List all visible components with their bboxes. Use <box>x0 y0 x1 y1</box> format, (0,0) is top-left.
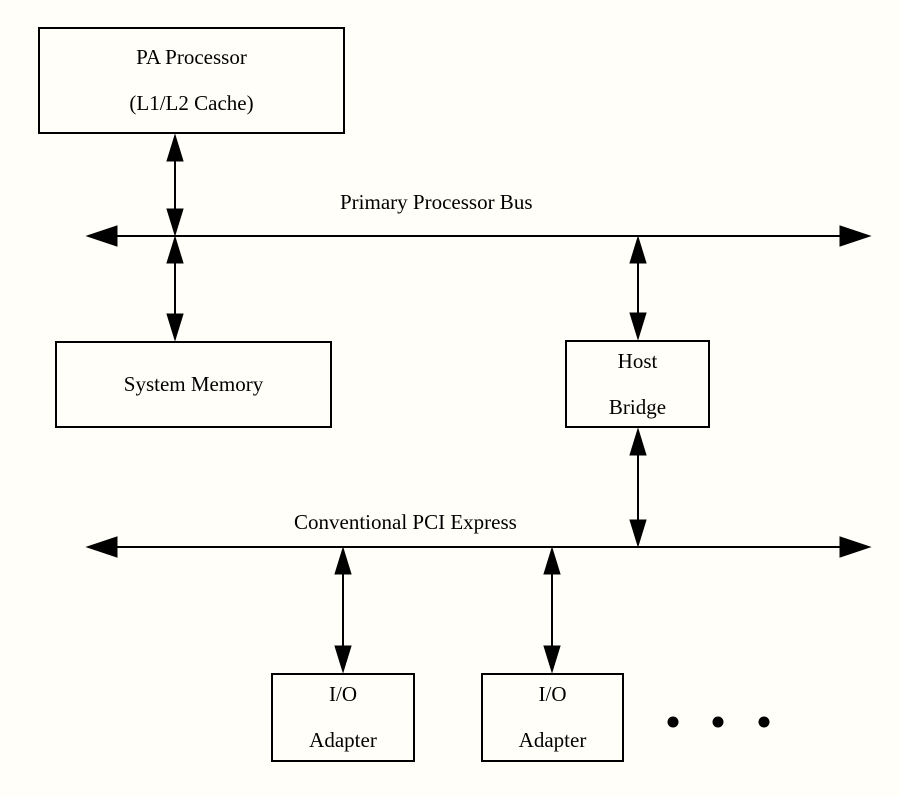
bus-line-primary-processor <box>85 225 872 247</box>
node-label: System Memory <box>123 372 264 396</box>
node-label: I/O <box>329 682 357 706</box>
arrowhead-up-icon <box>334 546 352 575</box>
node-label: Adapter <box>309 728 377 752</box>
bus-label-primary-processor-bus: Primary Processor Bus <box>340 190 533 214</box>
arrowhead-up-icon <box>166 235 184 264</box>
arrowhead-down-icon <box>166 313 184 342</box>
connector-primary-bus-to-system-memory <box>166 235 184 342</box>
arrowhead-right-icon <box>839 225 872 247</box>
node-label: Adapter <box>518 728 587 752</box>
bus-label-conventional-pci-express: Conventional PCI Express <box>294 510 517 534</box>
arrowhead-down-icon <box>334 645 352 674</box>
arrowhead-up-icon <box>629 235 647 264</box>
node-label: PA Processor <box>136 45 247 69</box>
connector-pci-bus-to-io-adapter-2 <box>543 546 561 674</box>
arrowhead-down-icon <box>629 312 647 341</box>
node-label: (L1/L2 Cache) <box>129 91 254 115</box>
node-label: I/O <box>538 682 567 706</box>
connector-pa-processor-to-primary-bus <box>166 133 184 237</box>
node-system-memory: System Memory <box>55 341 332 428</box>
node-host-bridge: Host Bridge <box>565 340 710 428</box>
node-io-adapter-1: I/O Adapter <box>271 673 415 762</box>
connector-primary-bus-to-host-bridge <box>629 235 647 341</box>
arrowhead-down-icon <box>629 519 647 548</box>
arrowhead-up-icon <box>166 133 184 162</box>
connector-host-bridge-to-pci-bus <box>629 427 647 548</box>
arrowhead-up-icon <box>543 546 561 575</box>
arrowhead-down-icon <box>543 645 561 674</box>
arrowhead-right-icon <box>839 536 872 558</box>
arrowhead-left-icon <box>85 225 118 247</box>
connector-pci-bus-to-io-adapter-1 <box>334 546 352 674</box>
arrowhead-left-icon <box>85 536 118 558</box>
arrowhead-up-icon <box>629 427 647 456</box>
node-pa-processor: PA Processor (L1/L2 Cache) <box>38 27 345 134</box>
bus-line-conventional-pci-express <box>85 536 872 558</box>
arrowhead-down-icon <box>166 208 184 237</box>
node-label: Bridge <box>608 394 667 419</box>
node-label: Host <box>617 348 658 373</box>
node-io-adapter-2: I/O Adapter <box>481 673 624 762</box>
ellipsis-dots-icon <box>667 716 770 728</box>
